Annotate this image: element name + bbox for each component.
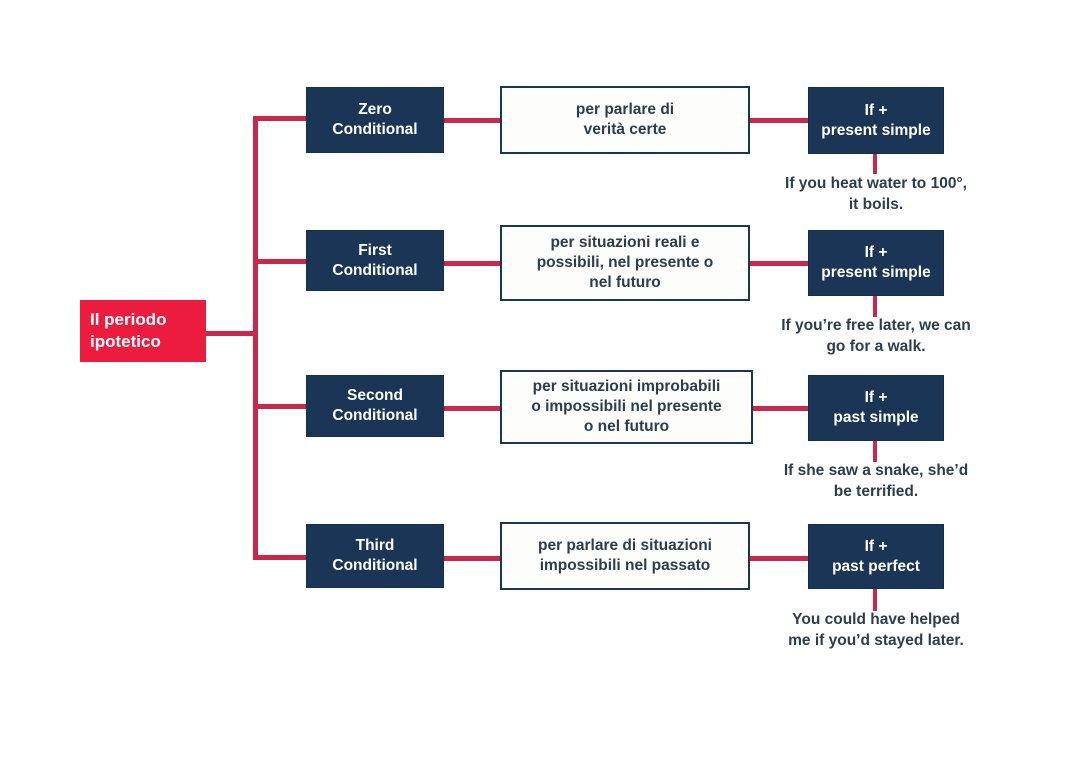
node-type-zero-conditional[interactable]: Zero Conditional	[306, 87, 444, 153]
root-node-label: Il periodo ipotetico	[90, 310, 167, 351]
connector-branch-2	[253, 259, 311, 264]
connector-use-to-form-1	[745, 118, 812, 123]
node-use-third-conditional[interactable]: per parlare di situazioni impossibili ne…	[500, 522, 750, 590]
connector-type-to-use-1	[440, 118, 504, 123]
connector-form-to-example-3	[873, 440, 877, 462]
connector-type-to-use-4	[440, 556, 504, 561]
example-third-conditional: You could have helped me if you’d stayed…	[788, 611, 964, 649]
connector-form-to-example-1	[873, 152, 877, 174]
connector-use-to-form-2	[745, 261, 812, 266]
connector-use-to-form-4	[745, 556, 812, 561]
node-type-label: Third Conditional	[332, 537, 418, 574]
node-use-zero-conditional[interactable]: per parlare di verità certe	[500, 86, 750, 154]
example-zero-conditional: If you heat water to 100°, it boils.	[785, 175, 967, 213]
node-use-second-conditional[interactable]: per situazioni improbabili o impossibili…	[500, 370, 753, 444]
connector-type-to-use-2	[440, 261, 504, 266]
node-form-label: If + past perfect	[832, 537, 920, 575]
connector-root-stub	[205, 331, 258, 336]
connector-branch-1	[253, 116, 311, 121]
node-type-third-conditional[interactable]: Third Conditional	[306, 524, 444, 588]
node-form-label: If + present simple	[821, 101, 931, 139]
node-form-label: If + present simple	[821, 244, 931, 281]
example-first-conditional: If you’re free later, we can go for a wa…	[781, 317, 971, 355]
node-form-second-conditional[interactable]: If + past simple	[808, 375, 944, 441]
node-type-label: First Conditional	[332, 241, 418, 279]
node-use-label: per situazioni improbabili o impossibili…	[531, 378, 722, 435]
connector-form-to-example-2	[873, 295, 877, 317]
node-form-first-conditional[interactable]: If + present simple	[808, 230, 944, 296]
connector-type-to-use-3	[440, 406, 504, 411]
connector-use-to-form-3	[749, 406, 812, 411]
node-form-label: If + past simple	[833, 389, 919, 426]
node-use-first-conditional[interactable]: per situazioni reali e possibili, nel pr…	[500, 225, 750, 301]
node-type-first-conditional[interactable]: First Conditional	[306, 230, 444, 291]
connector-branch-4	[253, 555, 311, 560]
connector-form-to-example-4	[873, 589, 877, 611]
node-form-third-conditional[interactable]: If + past perfect	[808, 524, 944, 589]
node-use-label: per situazioni reali e possibili, nel pr…	[536, 234, 714, 291]
example-second-conditional: If she saw a snake, she’d be terrified.	[783, 462, 969, 500]
root-node[interactable]: Il periodo ipotetico	[80, 300, 206, 362]
node-use-label: per parlare di situazioni impossibili ne…	[538, 537, 712, 574]
node-type-label: Zero Conditional	[332, 101, 418, 138]
connector-branch-3	[253, 404, 311, 409]
node-use-label: per parlare di verità certe	[575, 101, 675, 138]
connector-trunk	[253, 116, 258, 560]
node-type-second-conditional[interactable]: Second Conditional	[306, 375, 444, 437]
node-form-zero-conditional[interactable]: If + present simple	[808, 87, 944, 154]
node-type-label: Second Conditional	[332, 387, 418, 424]
